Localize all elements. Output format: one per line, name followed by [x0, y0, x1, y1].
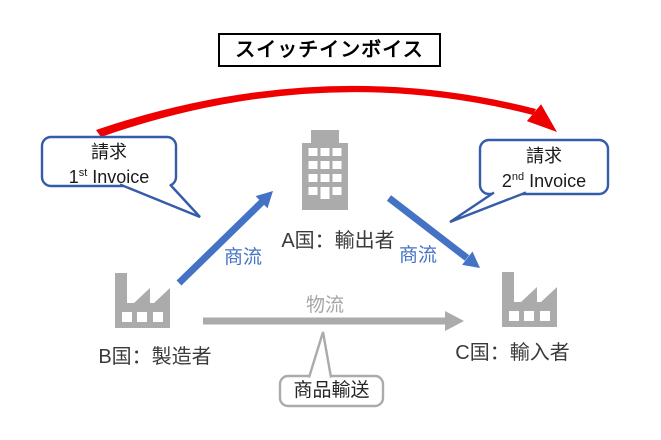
- diagram-title: スイッチインボイス: [235, 39, 424, 61]
- commerce-flow-right-label: 商流: [398, 245, 437, 266]
- office-building-icon: [302, 130, 348, 210]
- exporter-label: A国：輸出者: [281, 230, 395, 252]
- factory-icon-importer: [502, 272, 557, 327]
- logistics-arrow-head: [445, 311, 464, 331]
- switch-arrow-head: [526, 104, 557, 132]
- switch-invoice-arrow-icon: [96, 85, 557, 137]
- factory-icon-manufacturer: [115, 273, 170, 328]
- commerce-arrow-right-head: [462, 251, 480, 268]
- commerce-arrow-right-icon: [386, 195, 480, 268]
- switch-arrow-body: [96, 85, 536, 137]
- title-frame: [218, 33, 441, 67]
- importer-label: C国：輸入者: [455, 342, 570, 364]
- first-invoice-bubble: [40, 135, 178, 188]
- commerce-arrow-left-icon: [176, 191, 273, 286]
- transport-callout: [278, 331, 385, 408]
- second-invoice-bubble-tail: [449, 191, 527, 224]
- first-invoice-callout: [40, 135, 201, 219]
- commerce-arrow-left-head: [255, 191, 273, 209]
- logistics-arrow-icon: [203, 311, 464, 331]
- logistics-flow-label: 物流: [305, 295, 344, 316]
- second-invoice-bubble: [478, 138, 610, 196]
- second-invoice-jp: 請求: [526, 146, 562, 166]
- first-invoice-bubble-tail: [119, 183, 201, 219]
- commerce-arrow-left-shaft: [176, 199, 265, 286]
- transport-box-tail: [307, 331, 333, 378]
- commerce-arrow-right-shaft: [386, 195, 470, 261]
- transport-label: 商品輸送: [293, 380, 370, 401]
- commerce-flow-left-label: 商流: [223, 247, 262, 268]
- first-invoice-jp: 請求: [91, 142, 127, 162]
- manufacturer-label: B国：製造者: [98, 346, 212, 368]
- second-invoice-callout: [449, 138, 610, 224]
